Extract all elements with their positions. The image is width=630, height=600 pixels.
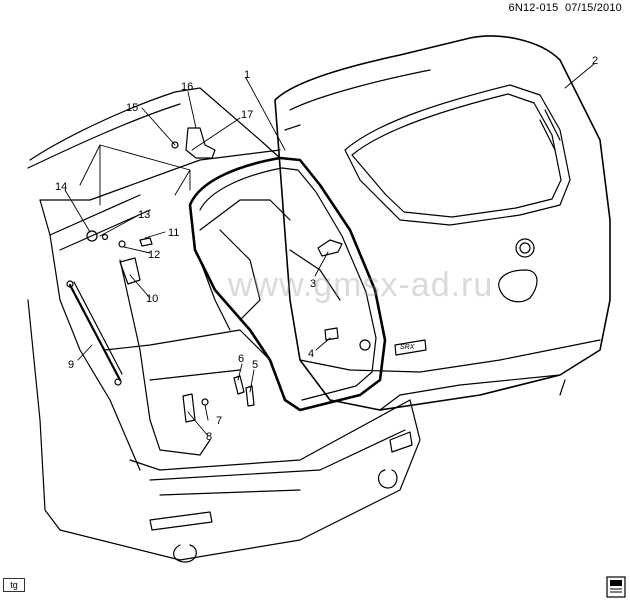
callout-14: 14: [55, 181, 67, 193]
book-icon: [606, 576, 626, 598]
callout-11: 11: [168, 227, 179, 239]
callout-8: 8: [206, 431, 212, 443]
callout-7: 7: [216, 415, 222, 427]
diagram-header: 6N12-015 07/15/2010: [509, 2, 623, 14]
callout-12: 12: [148, 249, 160, 261]
vehicle-body: [27, 87, 421, 563]
callout-4: 4: [308, 348, 314, 360]
leader-lines: [64, 63, 595, 437]
callout-5: 5: [252, 359, 258, 371]
watermark: www.gmsx-ad.ru: [228, 266, 494, 304]
part-code: 6N12-015: [508, 2, 559, 14]
diagram-date: 07/15/2010: [564, 2, 622, 14]
callout-3: 3: [310, 278, 316, 290]
callout-labels: 1 2 3 4 5 6 7 8 9 10 11 12 13 14 15 16 1…: [55, 55, 598, 443]
gas-strut: [66, 280, 123, 386]
liftgate-opening: [104, 156, 387, 456]
callout-17: 17: [241, 109, 253, 121]
callout-10: 10: [146, 293, 158, 305]
callout-6: 6: [238, 353, 244, 365]
callout-1: 1: [244, 69, 250, 81]
liftgate-panel: [274, 35, 611, 411]
callout-16: 16: [181, 81, 193, 93]
badge-text: SRX: [400, 344, 415, 351]
callout-9: 9: [68, 359, 74, 371]
corner-tag: tg: [3, 578, 25, 592]
callout-13: 13: [138, 209, 150, 221]
callout-2: 2: [592, 55, 598, 67]
callout-15: 15: [126, 102, 138, 114]
